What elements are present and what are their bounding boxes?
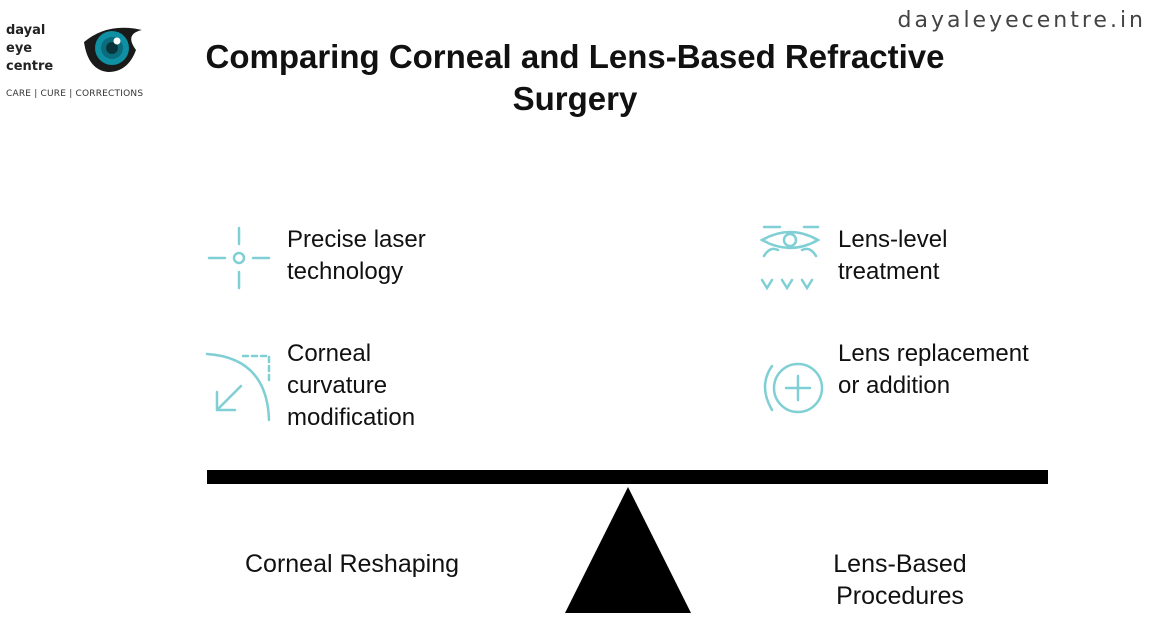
feature-label: Lens replacement or addition bbox=[838, 340, 1029, 399]
curvature-arrow-icon bbox=[205, 352, 271, 422]
right-side-label: Lens-Based Procedures bbox=[833, 550, 967, 610]
fulcrum-triangle bbox=[565, 487, 691, 613]
lens-add-icon bbox=[763, 362, 824, 414]
feature-lens-replacement: Lens replacement or addition bbox=[756, 338, 1038, 424]
logo-word-3: centre bbox=[6, 59, 54, 74]
feature-corneal-curvature: Corneal curvature modification bbox=[205, 338, 467, 434]
feature-lens-level: Lens-level treatment bbox=[756, 224, 1038, 296]
logo-tagline: CARE | CURE | CORRECTIONS bbox=[6, 89, 144, 99]
logo-eye-icon bbox=[84, 27, 142, 72]
logo-word-2: eye bbox=[6, 41, 33, 56]
left-side-label: Corneal Reshaping bbox=[244, 550, 460, 578]
eye-lens-icon bbox=[759, 225, 821, 291]
website-url[interactable]: dayaleyecentre.in bbox=[897, 8, 1146, 33]
feature-label: Corneal curvature modification bbox=[287, 340, 416, 431]
logo-wordmark: dayal eye centre bbox=[6, 22, 53, 76]
crosshair-icon bbox=[207, 226, 271, 290]
feature-precise-laser: Precise laser technology bbox=[205, 224, 467, 296]
feature-label: Precise laser technology bbox=[287, 226, 426, 285]
balance-beam bbox=[207, 470, 1048, 484]
brand-logo[interactable]: dayal eye centre CARE | CURE | CORRECTIO… bbox=[6, 22, 156, 104]
feature-label: Lens-level treatment bbox=[838, 226, 948, 285]
logo-word-1: dayal bbox=[6, 23, 46, 38]
page-title: Comparing Corneal and Lens-Based Refract… bbox=[205, 38, 945, 117]
